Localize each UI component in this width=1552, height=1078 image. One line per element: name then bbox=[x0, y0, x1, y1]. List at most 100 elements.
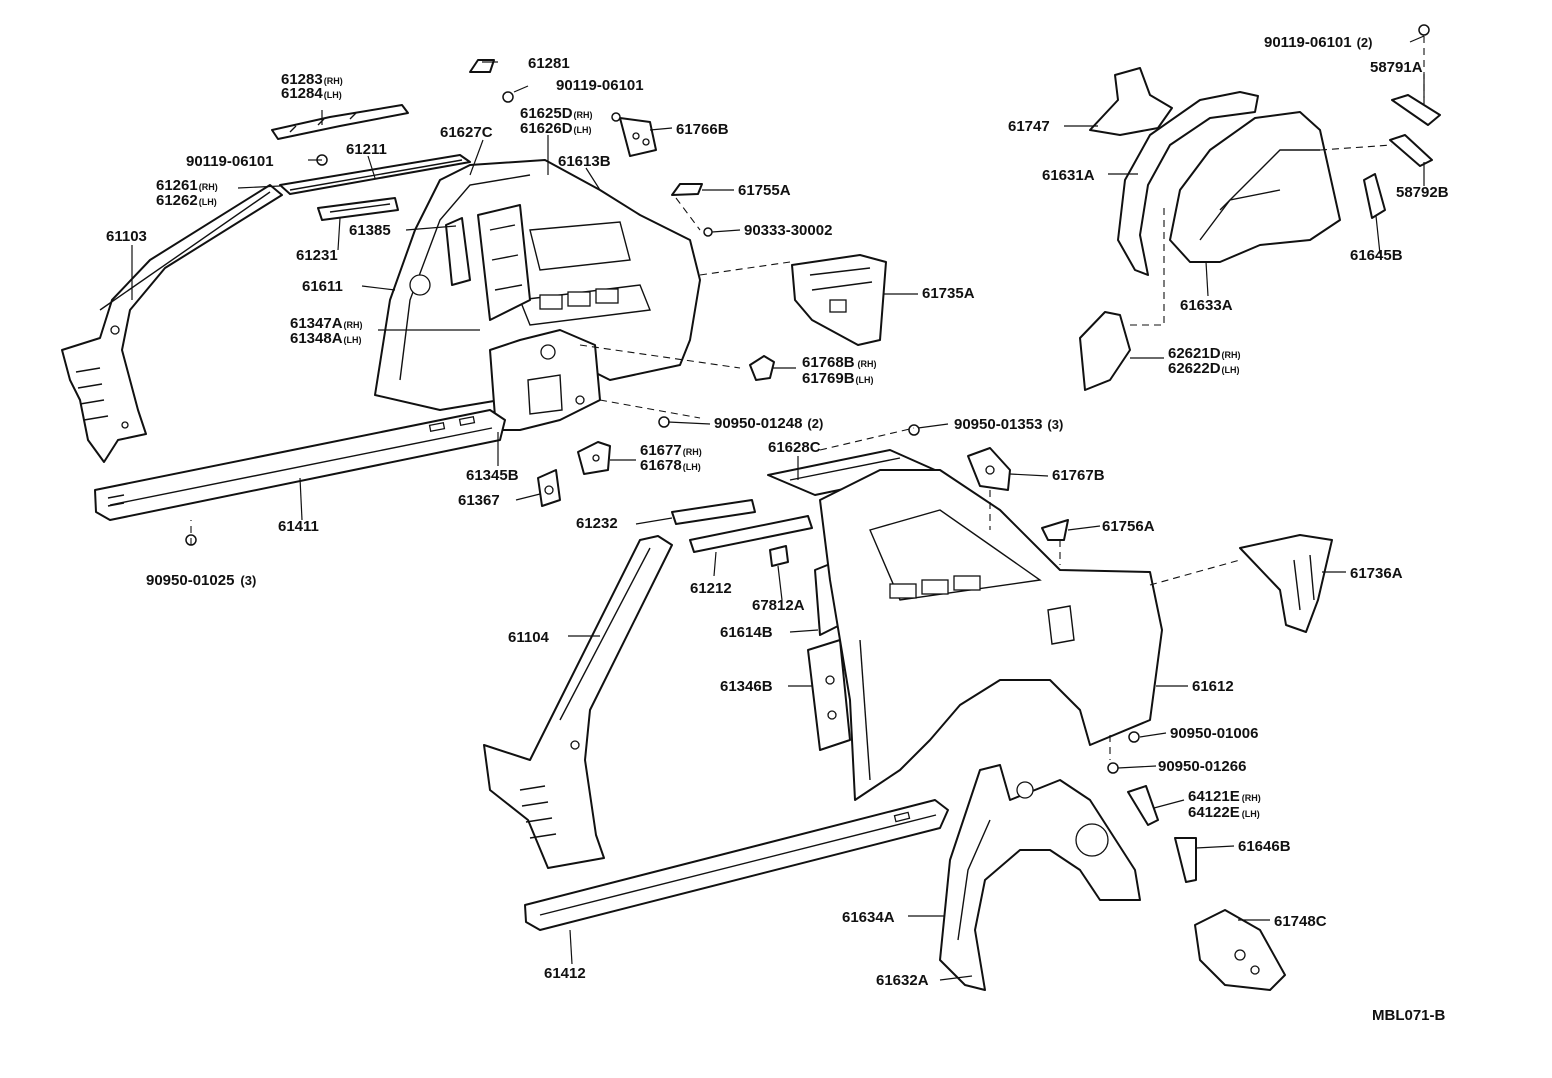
svg-text:64121E(RH): 64121E(RH) bbox=[1188, 788, 1261, 805]
label-61769B: 61769B bbox=[802, 370, 855, 387]
svg-text:61769B(LH): 61769B(LH) bbox=[802, 370, 874, 387]
label-61677: 61677 bbox=[640, 442, 682, 459]
label-61646B: 61646B bbox=[1238, 838, 1291, 855]
label-61766B: 61766B bbox=[676, 121, 729, 138]
label-61367: 61367 bbox=[458, 492, 500, 509]
svg-text:61281: 61281 bbox=[528, 55, 570, 72]
label-61678: 61678 bbox=[640, 457, 682, 474]
svg-text:61677(RH): 61677(RH) bbox=[640, 442, 702, 459]
fastener-90950-01006[interactable] bbox=[1128, 731, 1140, 743]
label-61634A: 61634A bbox=[842, 909, 895, 926]
svg-text:61735A: 61735A bbox=[922, 285, 975, 302]
part-61367-plate[interactable] bbox=[537, 469, 561, 507]
part-61103-front-pillar[interactable] bbox=[61, 184, 283, 463]
part-61766B-bracket[interactable] bbox=[619, 117, 657, 157]
svg-text:61611: 61611 bbox=[302, 278, 343, 295]
part-61677-bracket[interactable] bbox=[577, 441, 611, 475]
label-61231: 61231 bbox=[296, 247, 338, 264]
svg-text:61628C: 61628C bbox=[768, 439, 821, 456]
svg-text:61232: 61232 bbox=[576, 515, 618, 532]
svg-text:61678(LH): 61678(LH) bbox=[640, 457, 701, 474]
svg-text:61632A: 61632A bbox=[876, 972, 929, 989]
svg-text:61104: 61104 bbox=[508, 629, 550, 646]
label-61736A: 61736A bbox=[1350, 565, 1403, 582]
svg-text:61262(LH): 61262(LH) bbox=[156, 192, 217, 209]
part-61212-rail[interactable] bbox=[689, 515, 813, 553]
svg-text:61212: 61212 bbox=[690, 580, 732, 597]
fastener-90950-01353[interactable] bbox=[908, 424, 920, 436]
svg-text:61627C: 61627C bbox=[440, 124, 493, 141]
label-62622D: 62622D bbox=[1168, 360, 1221, 377]
part-64121E-bracket[interactable] bbox=[1127, 785, 1159, 826]
svg-text:90119-06101: 90119-06101 bbox=[186, 153, 274, 170]
svg-text:61748C: 61748C bbox=[1274, 913, 1327, 930]
label-90119-06101-b: 90119-06101 bbox=[186, 153, 274, 170]
part-61281-bracket[interactable] bbox=[469, 59, 495, 73]
part-61283-roof-rail-reinforcement[interactable] bbox=[271, 104, 409, 140]
svg-text:61755A: 61755A bbox=[738, 182, 791, 199]
part-62621D-mud-guard[interactable] bbox=[1079, 311, 1131, 391]
fastener-61625D[interactable] bbox=[611, 112, 621, 122]
label-90119-06101-c: 90119-06101 bbox=[1264, 34, 1352, 51]
svg-text:61348A(LH): 61348A(LH) bbox=[290, 330, 362, 347]
svg-text:61347A(RH): 61347A(RH) bbox=[290, 315, 363, 332]
svg-text:61231: 61231 bbox=[296, 247, 338, 264]
svg-text:61646B: 61646B bbox=[1238, 838, 1291, 855]
label-62621D: 62621D bbox=[1168, 345, 1221, 362]
part-58791A-bracket[interactable] bbox=[1391, 94, 1441, 126]
label-90950-01025: 90950-01025 bbox=[146, 572, 234, 589]
part-61231-rail[interactable] bbox=[317, 197, 399, 221]
part-61232-rail[interactable] bbox=[671, 499, 756, 525]
svg-text:61756A: 61756A bbox=[1102, 518, 1155, 535]
svg-text:61645B: 61645B bbox=[1350, 247, 1403, 264]
svg-text:61412: 61412 bbox=[544, 965, 586, 982]
part-61612-quarter-outer-panel[interactable] bbox=[819, 469, 1163, 801]
part-61633A-wheel-housing-outer[interactable] bbox=[1169, 111, 1341, 263]
svg-text:90950-01266: 90950-01266 bbox=[1158, 758, 1246, 775]
part-61767B-bracket[interactable] bbox=[967, 447, 1011, 491]
label-61104: 61104 bbox=[508, 629, 550, 646]
part-labels: 61283(RH) 61284(LH) 61281 90119-06101 61… bbox=[106, 34, 1449, 1024]
part-61645B-bracket[interactable] bbox=[1363, 173, 1386, 219]
svg-text:61747: 61747 bbox=[1008, 118, 1050, 135]
label-61735A: 61735A bbox=[922, 285, 975, 302]
part-61411-rocker-inner[interactable] bbox=[94, 409, 506, 521]
part-67812A-pad[interactable] bbox=[769, 545, 789, 567]
svg-text:58791A: 58791A bbox=[1370, 59, 1423, 76]
label-61627C: 61627C bbox=[440, 124, 493, 141]
svg-text:61633A: 61633A bbox=[1180, 297, 1233, 314]
svg-text:61631A: 61631A bbox=[1042, 167, 1095, 184]
svg-text:61346B: 61346B bbox=[720, 678, 773, 695]
label-61625D: 61625D bbox=[520, 105, 573, 122]
part-61748C-extension[interactable] bbox=[1194, 909, 1286, 991]
part-61756A-bracket[interactable] bbox=[1041, 519, 1069, 541]
fastener-90119-06101-a[interactable] bbox=[502, 91, 514, 103]
part-61631A-wheel-housing-inner[interactable] bbox=[1117, 91, 1259, 276]
part-61736A-extension[interactable] bbox=[1239, 534, 1333, 633]
part-61412-rocker-outer[interactable] bbox=[524, 799, 949, 931]
label-90950-01248: 90950-01248 bbox=[714, 415, 802, 432]
fastener-90950-01266[interactable] bbox=[1107, 762, 1119, 774]
part-58792B-bracket[interactable] bbox=[1389, 134, 1433, 167]
part-61735A-extension-panel[interactable] bbox=[791, 254, 887, 346]
part-61747-bracket[interactable] bbox=[1089, 67, 1173, 136]
part-61346B-pillar-piece[interactable] bbox=[807, 639, 851, 751]
label-61633A: 61633A bbox=[1180, 297, 1233, 314]
part-61211-roof-side-rail[interactable] bbox=[279, 154, 471, 195]
fastener-90950-01248[interactable] bbox=[658, 416, 670, 428]
part-61634A-wheel-housing[interactable] bbox=[939, 764, 1141, 991]
label-58791A: 58791A bbox=[1370, 59, 1423, 76]
fastener-90333-30002[interactable] bbox=[703, 227, 713, 237]
part-61755A-bracket[interactable] bbox=[671, 183, 703, 196]
part-61646B-bracket[interactable] bbox=[1174, 837, 1197, 883]
part-61104-front-pillar[interactable] bbox=[483, 535, 673, 869]
svg-text:90950-01006: 90950-01006 bbox=[1170, 725, 1258, 742]
label-61626D: 61626D bbox=[520, 120, 573, 137]
svg-text:58792B: 58792B bbox=[1396, 184, 1449, 201]
part-61385-pillar-reinforcement[interactable] bbox=[445, 204, 531, 321]
label-61631A: 61631A bbox=[1042, 167, 1095, 184]
label-61346B: 61346B bbox=[720, 678, 773, 695]
fastener-90119-06101-c[interactable] bbox=[1418, 24, 1430, 36]
label-61347A: 61347A bbox=[290, 315, 343, 332]
part-61768B-bracket[interactable] bbox=[749, 355, 775, 381]
